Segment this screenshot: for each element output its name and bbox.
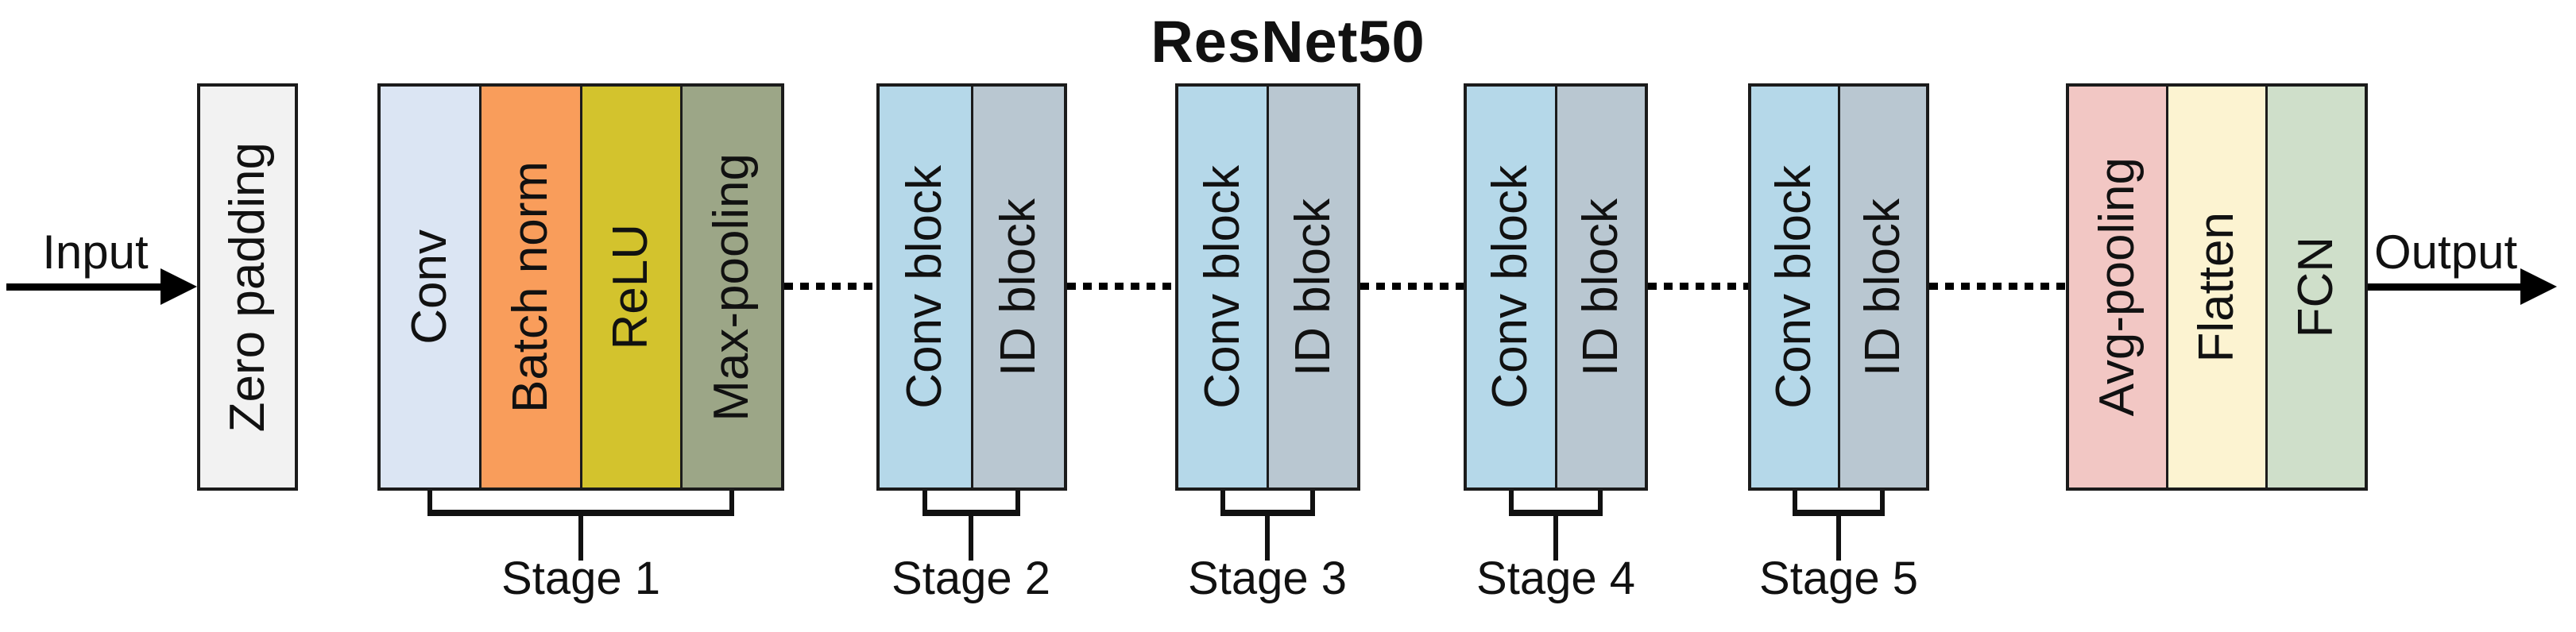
- conv-block-label: Conv block: [1194, 165, 1250, 409]
- id-block-cell: ID block: [1554, 87, 1645, 487]
- input-arrow-head-icon: [161, 268, 197, 305]
- dotted-connector-3: [1360, 283, 1464, 290]
- output-label: Output: [2374, 225, 2518, 279]
- conv-block-cell: Conv block: [1467, 87, 1555, 487]
- batch-norm-label: Batch norm: [502, 160, 558, 414]
- stage-1-bracket-stem: [578, 514, 583, 561]
- fcn-label: FCN: [2288, 236, 2343, 338]
- head-block-group: Avg-pooling Flatten FCN: [2066, 83, 2368, 491]
- zero-padding-block: Zero padding: [197, 83, 298, 491]
- batch-norm-cell: Batch norm: [478, 87, 580, 487]
- stage-5-bracket: [1793, 491, 1885, 516]
- stage-4-label: Stage 4: [1476, 553, 1635, 604]
- stage-1-block-group: Conv Batch norm ReLU Max-pooling: [377, 83, 784, 491]
- stage-4-bracket-stem: [1553, 514, 1558, 561]
- max-pooling-cell: Max-pooling: [680, 87, 781, 487]
- conv-block-cell: Conv block: [880, 87, 971, 487]
- output-arrow-head-icon: [2520, 268, 2557, 305]
- stage-3-block-group: Conv block ID block: [1175, 83, 1360, 491]
- id-block-cell: ID block: [970, 87, 1064, 487]
- stage-3-label: Stage 3: [1188, 553, 1347, 604]
- max-pooling-label: Max-pooling: [704, 152, 760, 422]
- conv-block-cell: Conv block: [1751, 87, 1838, 487]
- dotted-connector-4: [1648, 283, 1748, 290]
- id-block-cell: ID block: [1267, 87, 1357, 487]
- stage-5-label: Stage 5: [1759, 553, 1918, 604]
- flatten-label: Flatten: [2189, 211, 2244, 363]
- dotted-connector-2: [1067, 283, 1175, 290]
- stage-2-label: Stage 2: [892, 553, 1050, 604]
- conv-block-label: Conv block: [897, 165, 953, 409]
- id-block-label: ID block: [1285, 198, 1340, 376]
- dotted-connector-1: [784, 283, 876, 290]
- conv-block-cell: Conv: [381, 87, 479, 487]
- relu-cell: ReLU: [579, 87, 681, 487]
- conv-block-label: Conv block: [1483, 165, 1538, 409]
- input-arrow-line: [6, 283, 162, 291]
- id-block-label: ID block: [1572, 198, 1628, 376]
- avg-pooling-cell: Avg-pooling: [2069, 87, 2166, 487]
- id-block-label: ID block: [990, 198, 1046, 376]
- conv-label: Conv: [401, 229, 457, 345]
- stage-5-bracket-stem: [1836, 514, 1841, 561]
- zero-padding-label: Zero padding: [219, 141, 275, 433]
- stage-4-block-group: Conv block ID block: [1464, 83, 1648, 491]
- relu-label: ReLU: [603, 224, 659, 350]
- flatten-cell: Flatten: [2166, 87, 2265, 487]
- fcn-cell: FCN: [2265, 87, 2365, 487]
- stage-1-label: Stage 1: [501, 553, 660, 604]
- avg-pooling-label: Avg-pooling: [2090, 157, 2145, 417]
- stage-2-block-group: Conv block ID block: [876, 83, 1067, 491]
- id-block-cell: ID block: [1837, 87, 1926, 487]
- diagram-title: ResNet50: [1151, 9, 1425, 75]
- output-arrow-line: [2368, 283, 2520, 291]
- id-block-label: ID block: [1855, 198, 1910, 376]
- stage-1-bracket: [427, 491, 734, 516]
- conv-block-label: Conv block: [1766, 165, 1822, 409]
- stage-5-block-group: Conv block ID block: [1748, 83, 1929, 491]
- stage-3-bracket-stem: [1265, 514, 1270, 561]
- zero-padding-cell: Zero padding: [200, 87, 295, 487]
- dotted-connector-5: [1929, 283, 2066, 290]
- stage-3-bracket: [1220, 491, 1315, 516]
- stage-2-bracket: [922, 491, 1020, 516]
- stage-4-bracket: [1509, 491, 1603, 516]
- input-label: Input: [42, 225, 149, 279]
- conv-block-cell: Conv block: [1178, 87, 1267, 487]
- stage-2-bracket-stem: [969, 514, 973, 561]
